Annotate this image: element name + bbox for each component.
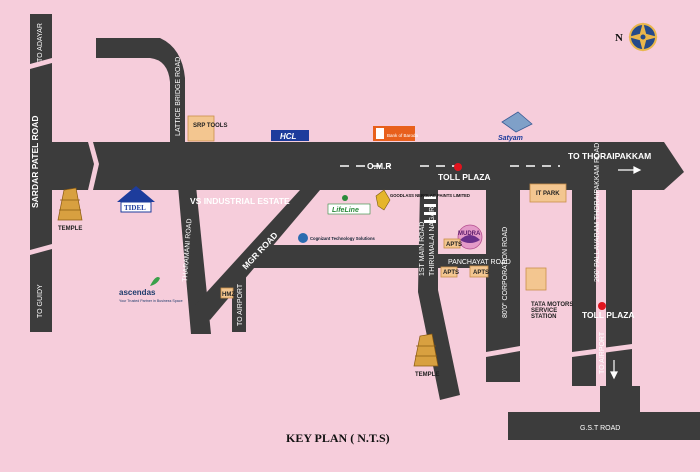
zebra-stripe xyxy=(424,212,436,215)
goodlass-logo: GOODLASS NEROLAC PAINTS LIMITED xyxy=(375,189,470,211)
toll-marker-icon xyxy=(454,163,462,171)
to-airport-label-1: TO AIRPORT xyxy=(237,283,244,326)
tata-motors-box xyxy=(525,267,547,291)
hcl-logo xyxy=(271,130,309,141)
arrow-head-icon xyxy=(610,371,618,380)
bank-emblem-icon xyxy=(376,128,384,139)
to-airport-label-2: TO AIRPORT xyxy=(599,331,606,374)
srp-tools-box xyxy=(187,115,215,142)
gst-road-ramp xyxy=(600,386,640,412)
key-plan-title: KEY PLAN ( N.T.S) xyxy=(286,431,390,445)
satyam-emblem-icon xyxy=(501,111,533,133)
apts-box-3 xyxy=(469,265,489,278)
cognizant-road xyxy=(250,245,420,268)
first-main-road xyxy=(418,190,460,400)
road-break xyxy=(88,142,99,190)
vs-industrial-label: VS INDUSTRIAL ESTATE xyxy=(190,196,290,206)
temple-1-label: TEMPLE xyxy=(58,226,82,232)
cognizant-logo: Cognizant Technology Solutions xyxy=(298,233,375,243)
zebra-stripe xyxy=(424,196,436,199)
first-main-road-label: 1ST MAIN ROAD xyxy=(419,222,426,276)
road-break xyxy=(30,58,52,69)
zebra-stripe xyxy=(424,204,436,207)
to-guidy-label: TO GUIDY xyxy=(37,284,44,318)
panchayat-road-label: PANCHAYAT ROAD xyxy=(448,259,511,266)
zebra-crossing xyxy=(424,196,436,223)
lifeline-emblem-icon xyxy=(342,195,348,201)
omr-label: O.M.R xyxy=(367,161,392,171)
road-break xyxy=(572,344,632,357)
tidel-label: TIDEL xyxy=(124,204,146,212)
lattice-bridge-road-label: LATTICE BRIDGE ROAD xyxy=(175,57,182,136)
ascendas-label: ascendas xyxy=(119,288,156,297)
to-adayar-label: TO ADAYAR xyxy=(37,23,44,62)
pallavaram-road-2 xyxy=(606,190,632,386)
lifeline-logo: LifeLine xyxy=(327,195,371,215)
mgr-road xyxy=(195,190,320,320)
compass-rose-icon xyxy=(628,22,658,52)
hcl-label: HCL xyxy=(280,132,297,141)
corporation-road-label: 80'0" CORPORATION ROAD xyxy=(502,227,509,318)
mudra-emblem-icon xyxy=(460,235,480,243)
cognizant-label: Cognizant Technology Solutions xyxy=(310,236,375,241)
toll-marker-icon xyxy=(598,302,606,310)
bank-label: Bank of Baroda xyxy=(387,133,419,138)
cognizant-emblem-icon xyxy=(298,233,308,243)
arrow-head-icon xyxy=(633,166,642,174)
road-breaks xyxy=(30,58,632,357)
goodlass-label: GOODLASS NEROLAC PAINTS LIMITED xyxy=(390,193,470,198)
corporation-road xyxy=(486,190,520,382)
tharamani-road-label: THARAMANI ROAD xyxy=(182,218,193,282)
lifeline-label: LifeLine xyxy=(332,207,359,214)
apts-label-2: APTS xyxy=(443,270,459,276)
satyam-label: Satyam xyxy=(498,135,523,142)
toll-plaza-label-1: TOLL PLAZA xyxy=(438,172,491,182)
road-break xyxy=(30,244,52,255)
direction-arrows xyxy=(610,166,642,380)
srp-tools-label: SRP TOOLS xyxy=(193,123,227,129)
sardar-patel-road-label: SARDAR PATEL ROAD xyxy=(30,115,40,208)
it-park-label: IT PARK xyxy=(536,191,560,197)
hmz-label: HMZ xyxy=(222,292,235,298)
pallavaram-road xyxy=(572,190,596,386)
temple-1-icon xyxy=(57,187,83,221)
compass-north-label: N xyxy=(615,32,623,44)
ascendas-tagline: Your Trusted Partner in Business Space xyxy=(119,299,183,303)
apts-label-3: APTS xyxy=(473,270,489,276)
mudra-logo: MUDRA xyxy=(457,224,483,250)
road-network xyxy=(30,14,700,440)
ascendas-logo: ascendas Your Trusted Partner in Busines… xyxy=(119,277,183,303)
mudra-label: MUDRA xyxy=(458,231,481,237)
ascendas-leaf-icon xyxy=(150,277,160,286)
to-thoraipakkam-label: TO THORAIPAKKAM xyxy=(568,151,651,161)
it-park-box xyxy=(529,183,567,203)
thirumalai-nagar-label: THIRUMALAI NAGAR xyxy=(429,207,436,276)
satyam-logo: Satyam xyxy=(498,111,533,142)
goodlass-emblem-icon xyxy=(375,189,391,211)
lattice-bridge-road xyxy=(96,38,185,148)
temple-2-icon xyxy=(413,333,439,367)
temple-2-label: TEMPLE xyxy=(415,372,439,378)
apts-box-2 xyxy=(440,266,458,278)
road-break xyxy=(486,346,520,357)
gst-road xyxy=(508,412,700,440)
apts-label-1: APTS xyxy=(446,242,462,248)
zebra-stripe xyxy=(424,220,436,223)
toll-plaza-label-2: TOLL PLAZA xyxy=(582,310,635,320)
pallavaram-road-label: 200' PALLAVARAM THORAIPAKKAM ROAD xyxy=(594,143,601,282)
gst-road-label: G.S.T ROAD xyxy=(580,425,620,432)
tidel-logo: TIDEL xyxy=(117,186,155,213)
airport-link-road xyxy=(232,268,246,332)
hmz-box xyxy=(220,287,234,299)
apts-box-1 xyxy=(443,238,461,249)
